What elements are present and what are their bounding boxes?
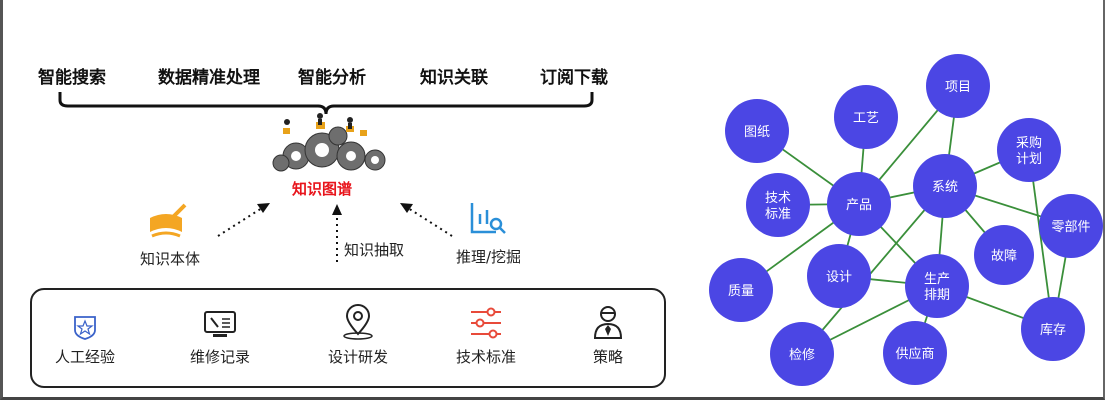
function-label: 智能分析 [298,68,366,88]
brace-connector [58,92,594,262]
graph-node-jianxiu [770,322,834,386]
graph-node-xiangmu [926,54,990,118]
box-item-strategy: 策略 [548,300,668,367]
source-label-ontology: 知识本体 [140,250,201,268]
graph-node-label: 库存 [1040,322,1066,338]
graph-node-tuzhi [725,99,789,163]
arrow-right [407,207,453,237]
graph-node-chanpin [827,172,891,236]
box-item-standards: 技术标准 [426,300,546,367]
book-pen-icon [150,203,187,238]
brace-path [58,92,594,115]
graph-node-label: 系统 [932,180,958,195]
graph-node-label: 项目 [945,80,971,95]
function-label: 数据精准处理 [158,68,260,88]
graph-node-label: 零部件 [1051,220,1090,235]
graph-node-caigou [997,118,1061,182]
graph-node-label: 采购计划 [1016,135,1042,167]
function-label: 知识关联 [420,68,488,88]
shield-star-icon [74,316,96,340]
person-tie-icon [593,306,623,339]
graph-node-guzhang [974,225,1034,285]
location-pin-icon [343,304,373,340]
graph-node-jishu [746,173,810,237]
graph-node-label: 产品 [846,198,872,213]
graph-node-label: 质量 [728,284,754,299]
graph-node-label: 故障 [991,249,1017,264]
graph-node-gongyi [834,85,898,149]
graph-node-label: 供应商 [895,346,934,362]
graph-node-xitong [913,154,977,218]
graph-node-label: 工艺 [853,111,879,126]
gears-icon [272,113,386,172]
box-item-design: 设计研发 [298,300,418,367]
box-item-label: 技术标准 [455,348,516,366]
graph-node-label: 技术标准 [765,191,791,222]
function-label: 智能搜索 [38,68,106,88]
knowledge-graph-title: 知识图谱 [292,180,353,198]
box-item-label: 维修记录 [189,348,250,366]
source-label-extraction: 知识抽取 [344,241,405,259]
graph-node-kucun [1021,297,1085,361]
chart-search-icon [470,203,506,234]
graph-node-zhiliang [709,258,773,322]
function-label: 订阅下载 [540,68,608,88]
graph-node-shengchan [905,254,969,318]
arrow-left [217,207,263,237]
graph-node-gongying [883,321,947,385]
graph-edge [801,185,946,355]
arrow-head-right [400,203,413,213]
graph-node-lingbujian [1039,194,1103,258]
source-label-reasoning: 推理/挖掘 [456,248,522,266]
arrow-head-left [257,203,270,213]
knowledge-sources-box [30,288,666,388]
graph-node-label: 生产排期 [924,272,950,303]
box-item-label: 人工经验 [54,348,115,366]
graph-node-label: 设计 [826,270,852,285]
box-item-label: 策略 [592,348,623,366]
box-item-label: 设计研发 [327,348,388,366]
arrow-head-middle [332,204,342,215]
sliders-icon [471,307,501,339]
box-item-maintenance: 维修记录 [160,300,280,367]
graph-node-label: 图纸 [744,125,770,140]
monitor-wrench-icon [204,311,236,337]
graph-node-sheji [807,244,871,308]
graph-node-label: 检修 [789,348,815,363]
box-item-experience: 人工经验 [25,300,145,367]
